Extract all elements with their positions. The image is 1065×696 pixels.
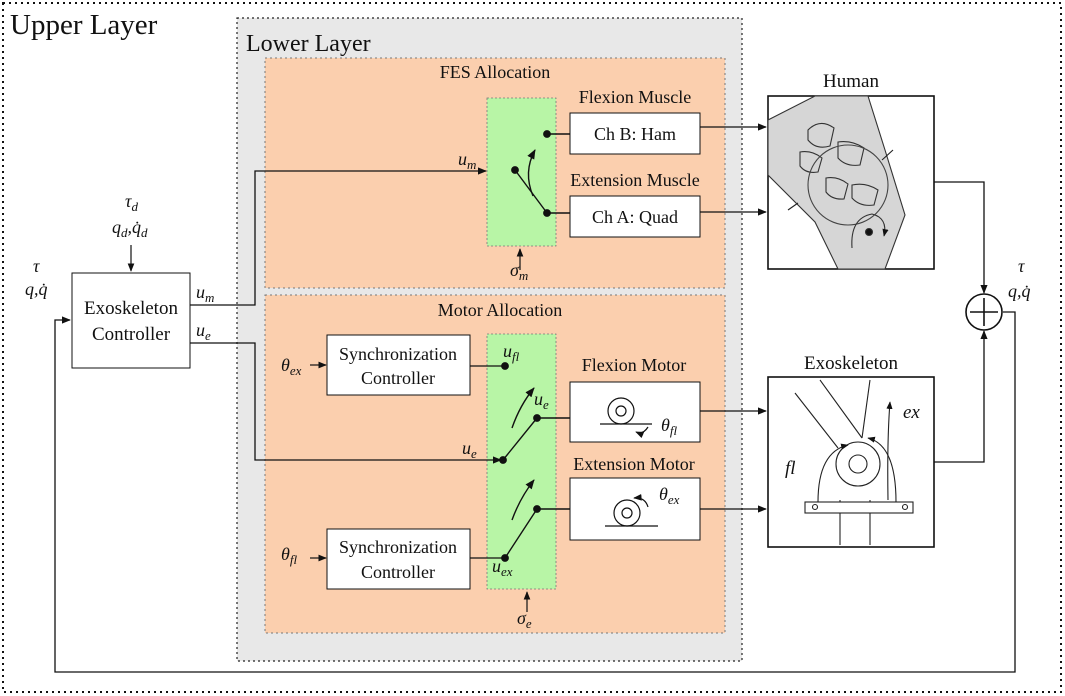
- tau-d-label: τd: [125, 191, 138, 214]
- theta-fl-motor-label: θfl: [661, 415, 677, 438]
- exo-fl-label: fl: [785, 458, 796, 479]
- tau-right-label: τ: [1018, 256, 1025, 276]
- u-m-output-label: um: [196, 282, 214, 305]
- sync-output-wires: [470, 365, 505, 559]
- ch-a-quad-label: Ch A: Quad: [592, 207, 678, 227]
- motor-allocation-title: Motor Allocation: [438, 300, 563, 320]
- ch-b-ham-label: Ch B: Ham: [594, 124, 676, 144]
- sync-controller-top-line2: Controller: [361, 368, 435, 388]
- motor-switch-upper: [499, 362, 570, 464]
- fes-selector-label: σm: [510, 260, 528, 283]
- u-fl-label: ufl: [503, 341, 520, 364]
- theta-ex-input-label: θex: [281, 355, 302, 378]
- fes-allocation-title: FES Allocation: [440, 62, 551, 82]
- exoskeleton-illustration: [794, 379, 914, 545]
- ch-b-ham-box: [569, 112, 701, 155]
- theta-ex-motor-label: θex: [659, 484, 680, 507]
- motor-switch-lower: [501, 479, 570, 562]
- flexion-muscle-label: Flexion Muscle: [579, 87, 692, 107]
- human-title: Human: [823, 71, 879, 92]
- upper-layer-title: Upper Layer: [10, 9, 158, 41]
- extension-motor-label: Extension Motor: [573, 454, 695, 474]
- extension-muscle-label: Extension Muscle: [570, 170, 699, 190]
- u-e-switch-label: ue: [534, 389, 549, 412]
- flexion-motor-icon: [600, 397, 652, 439]
- fes-input-label: um: [458, 149, 476, 172]
- flexion-motor-label: Flexion Motor: [582, 355, 687, 375]
- u-e-output-label: ue: [196, 320, 211, 343]
- exoskeleton-controller-line2: Controller: [92, 324, 171, 345]
- fes-switch-strip: [486, 97, 557, 247]
- motor-switch-strip: [486, 333, 557, 590]
- ch-a-quad-box: [569, 195, 701, 238]
- q-qdot-right-label: q,q̇: [1008, 281, 1031, 301]
- u-e-input-label: ue: [462, 438, 477, 461]
- human-leg-illustration: [767, 95, 906, 270]
- lower-layer-title: Lower Layer: [246, 31, 371, 57]
- motor-selector-label: σe: [517, 608, 532, 631]
- summing-junction: [965, 293, 1003, 331]
- extension-motor-icon: [605, 493, 658, 527]
- exoskeleton-controller-box: [71, 272, 191, 369]
- qd-label: qd,q̇d: [112, 217, 148, 240]
- q-qdot-left-label: q,q̇: [25, 279, 48, 299]
- flexion-motor-box: [569, 381, 701, 443]
- extension-motor-box: [569, 477, 701, 541]
- sync-controller-bottom: [326, 528, 471, 590]
- exoskeleton-title: Exoskeleton: [804, 353, 898, 374]
- signal-wires: [54, 123, 1016, 673]
- fes-switch: [511, 130, 570, 217]
- tau-left-label: τ: [33, 256, 40, 276]
- exo-ex-label: ex: [903, 402, 920, 423]
- theta-fl-input-label: θfl: [281, 544, 297, 567]
- sync-controller-bottom-line1: Synchronization: [339, 537, 457, 557]
- sync-controller-top-line1: Synchronization: [339, 344, 457, 364]
- sync-controller-bottom-line2: Controller: [361, 562, 435, 582]
- exoskeleton-controller-line1: Exoskeleton: [84, 298, 178, 319]
- sync-controller-top: [326, 334, 471, 396]
- u-ex-label: uex: [492, 556, 513, 579]
